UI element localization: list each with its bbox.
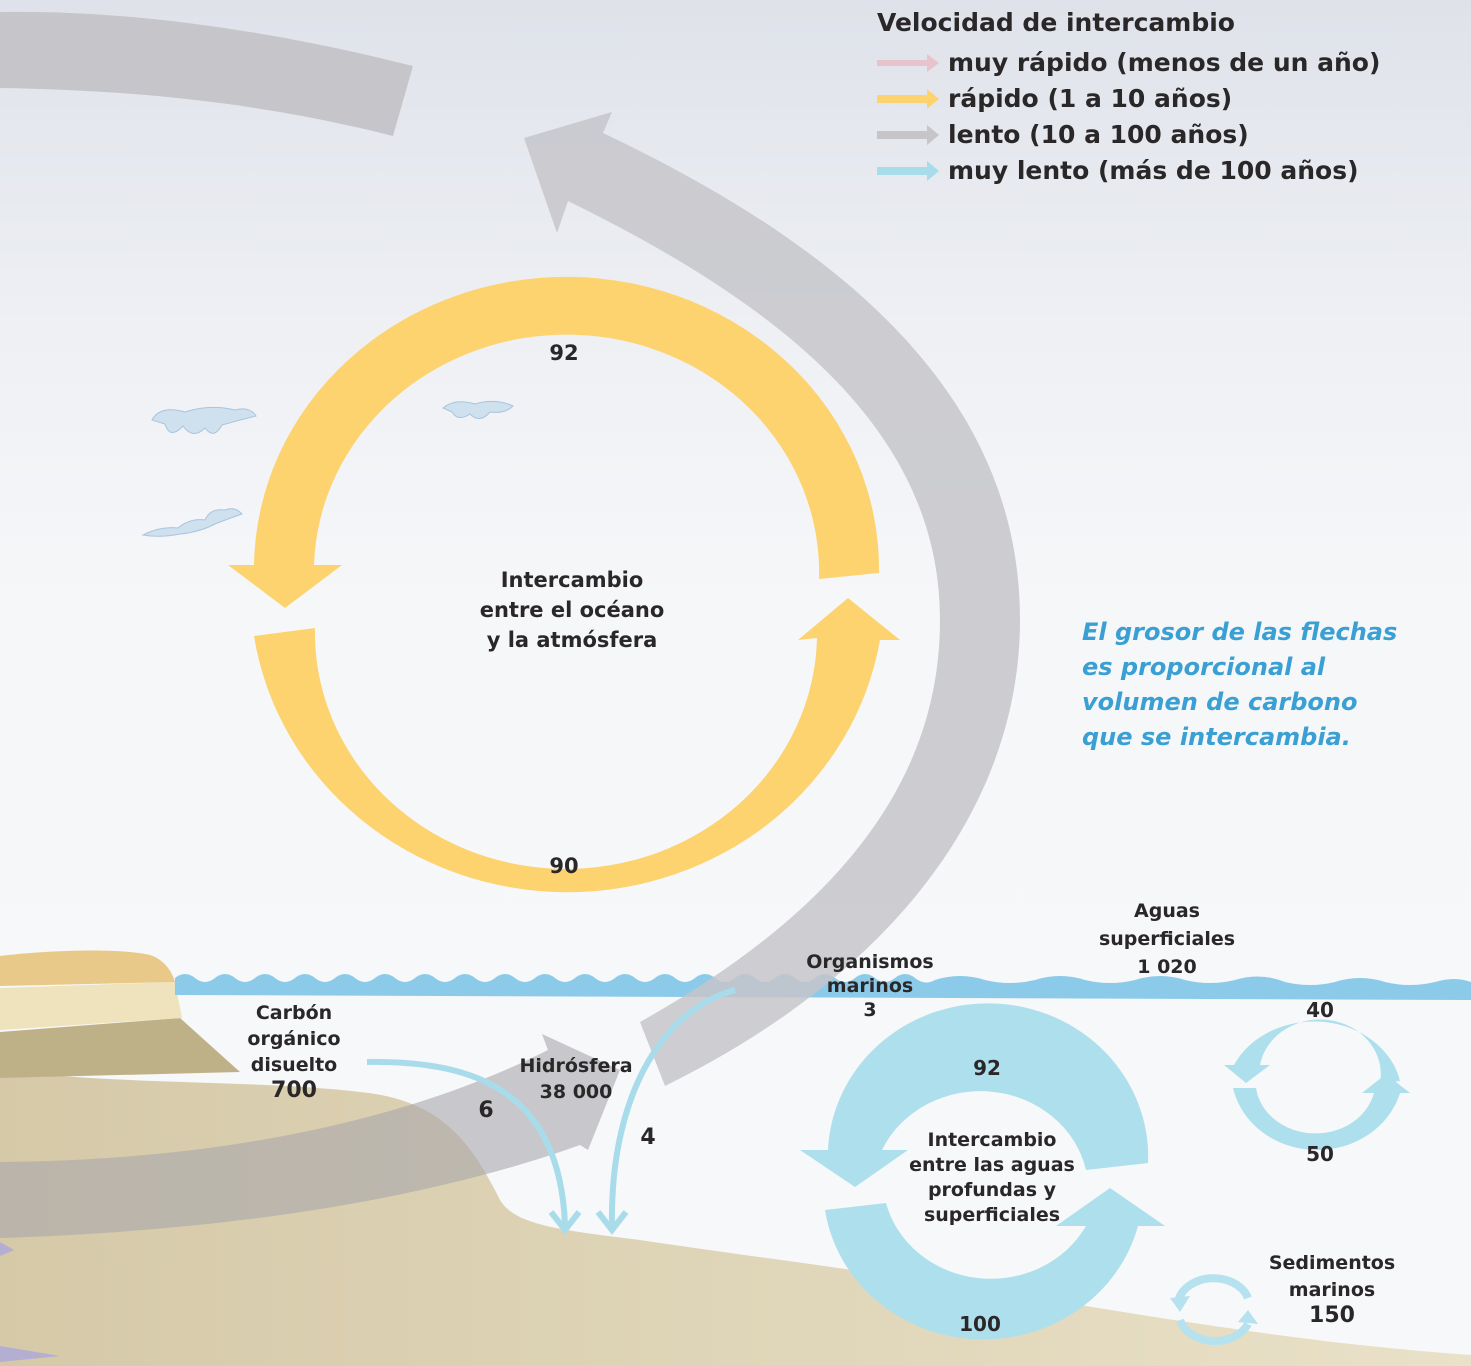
ocean-atmosphere-top-arrow	[228, 276, 880, 608]
hydrosphere-label: Hidrósfera 38 000	[519, 1055, 633, 1103]
dissolved-carbon-value: 700	[271, 1078, 317, 1103]
cloud	[442, 400, 514, 419]
land-stratum-brown	[0, 1018, 240, 1078]
very-slow-arrows	[366, 987, 1410, 1345]
marine-organisms-label: Organismos marinos 3	[806, 951, 934, 1021]
surface-waters-bottom-value: 50	[1306, 1142, 1334, 1166]
ocean-atmosphere-top-value: 92	[549, 341, 579, 365]
blue-arrow-icon	[877, 161, 939, 181]
cloud	[151, 406, 257, 434]
legend-label: muy lento (más de 100 años)	[948, 156, 1359, 185]
cloud	[141, 508, 243, 537]
legend-label: muy rápido (menos de un año)	[948, 48, 1381, 77]
sediments-cycle	[1170, 1274, 1258, 1345]
deep-surface-bottom-value: 100	[959, 1312, 1001, 1336]
deep-surface-top-value: 92	[973, 1056, 1001, 1080]
dissolved-carbon-arrow	[366, 1058, 582, 1235]
thickness-note: El grosor de las flechas es proporcional…	[1082, 618, 1398, 751]
legend-item-fast: rápido (1 a 10 años)	[877, 84, 1397, 118]
deep-surface-bottom-arrow	[825, 1188, 1165, 1340]
sediments-label: Sedimentos marinos	[1268, 1252, 1396, 1301]
yellow-arrow-icon	[877, 89, 939, 109]
purple-rock-2	[0, 1346, 60, 1362]
ocean-atmosphere-label: Intercambio entre el océano y la atmósfe…	[479, 568, 665, 652]
flow-6-value: 6	[478, 1098, 494, 1123]
surface-waters-cycle	[1224, 1019, 1410, 1151]
legend-item-very-fast: muy rápido (menos de un año)	[877, 48, 1397, 82]
sediments-value: 150	[1309, 1303, 1355, 1328]
legend-label: lento (10 a 100 años)	[948, 120, 1249, 149]
surface-waters-label: Aguas superficiales 1 020	[1098, 900, 1236, 978]
pink-arrow-icon	[877, 54, 939, 72]
legend-item-slow: lento (10 a 100 años)	[877, 120, 1397, 154]
land-top	[0, 950, 175, 986]
deep-surface-label: Intercambio entre las aguas profundas y …	[909, 1129, 1075, 1226]
land-stratum-light	[0, 982, 182, 1030]
deep-surface-cycle	[800, 1003, 1165, 1340]
purple-rock	[0, 1242, 14, 1256]
surface-waters-bottom-arrow	[1233, 1074, 1410, 1151]
ocean-atmosphere-bottom-arrow	[254, 598, 900, 893]
surface-waters-top-arrow	[1224, 1019, 1400, 1083]
slow-arrows	[0, 11, 1020, 1238]
dissolved-carbon-label: Carbón orgánico disuelto	[247, 1002, 341, 1076]
marine-organisms-arrow	[595, 987, 736, 1235]
top-left-slow-arrow	[0, 11, 413, 136]
deep-surface-top-arrow	[800, 1003, 1149, 1187]
surface-waters-top-value: 40	[1306, 998, 1334, 1022]
hydrosphere-to-atmosphere-arrow	[524, 112, 1020, 1086]
legend-item-very-slow: muy lento (más de 100 años)	[877, 156, 1397, 190]
gray-arrow-icon	[877, 125, 939, 145]
flow-4-value: 4	[640, 1125, 656, 1150]
legend-title: Velocidad de intercambio	[877, 8, 1235, 37]
sea-surface	[175, 974, 1471, 1000]
legend-label: rápido (1 a 10 años)	[948, 84, 1233, 113]
ocean-atmosphere-cycle	[228, 276, 900, 893]
ocean-atmosphere-bottom-value: 90	[549, 854, 579, 878]
atmosphere-to-hydrosphere-arrow	[0, 1034, 620, 1238]
